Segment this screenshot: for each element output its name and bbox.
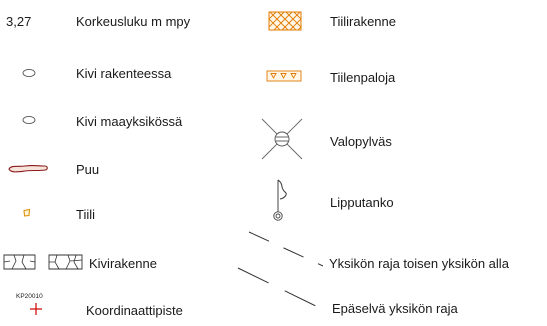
unit-boundary-under-label: Yksikön raja toisen yksikön alla bbox=[329, 256, 509, 271]
stone-in-soil-label: Kivi maayksikössä bbox=[76, 114, 183, 129]
stone-ellipse-icon bbox=[22, 68, 36, 78]
cross-icon bbox=[30, 303, 42, 315]
brick-label: Tiili bbox=[76, 207, 96, 222]
brick-icon bbox=[23, 208, 31, 217]
brick-structure-label: Tiilirakenne bbox=[330, 14, 396, 29]
wood-label: Puu bbox=[76, 162, 100, 177]
elevation-label: Korkeusluku m mpy bbox=[76, 14, 191, 29]
flagpole-icon bbox=[273, 179, 287, 221]
elevation-value: 3,27 bbox=[6, 14, 32, 29]
wood-log-icon bbox=[8, 165, 48, 173]
brick-triangles-icon bbox=[266, 70, 302, 82]
lamp-post-label: Valopylväs bbox=[330, 134, 392, 149]
stone-structure-icon bbox=[3, 254, 83, 270]
stone-in-structure-label: Kivi rakenteessa bbox=[76, 66, 172, 81]
dashed-line-icon bbox=[237, 267, 325, 311]
flagpole-label: Lipputanko bbox=[330, 195, 394, 210]
coordinate-point-code: KP20010 bbox=[16, 293, 43, 300]
brick-fragments-label: Tiilenpaloja bbox=[330, 70, 396, 85]
stone-ellipse-icon bbox=[22, 115, 36, 125]
brick-hatch-icon bbox=[268, 11, 302, 31]
coordinate-point-label: Koordinaattipiste bbox=[86, 303, 183, 318]
dashed-line-icon bbox=[248, 231, 324, 267]
unit-boundary-unclear-label: Epäselvä yksikön raja bbox=[332, 301, 458, 316]
stone-structure-label: Kivirakenne bbox=[89, 256, 157, 271]
lamp-post-icon bbox=[261, 118, 303, 160]
